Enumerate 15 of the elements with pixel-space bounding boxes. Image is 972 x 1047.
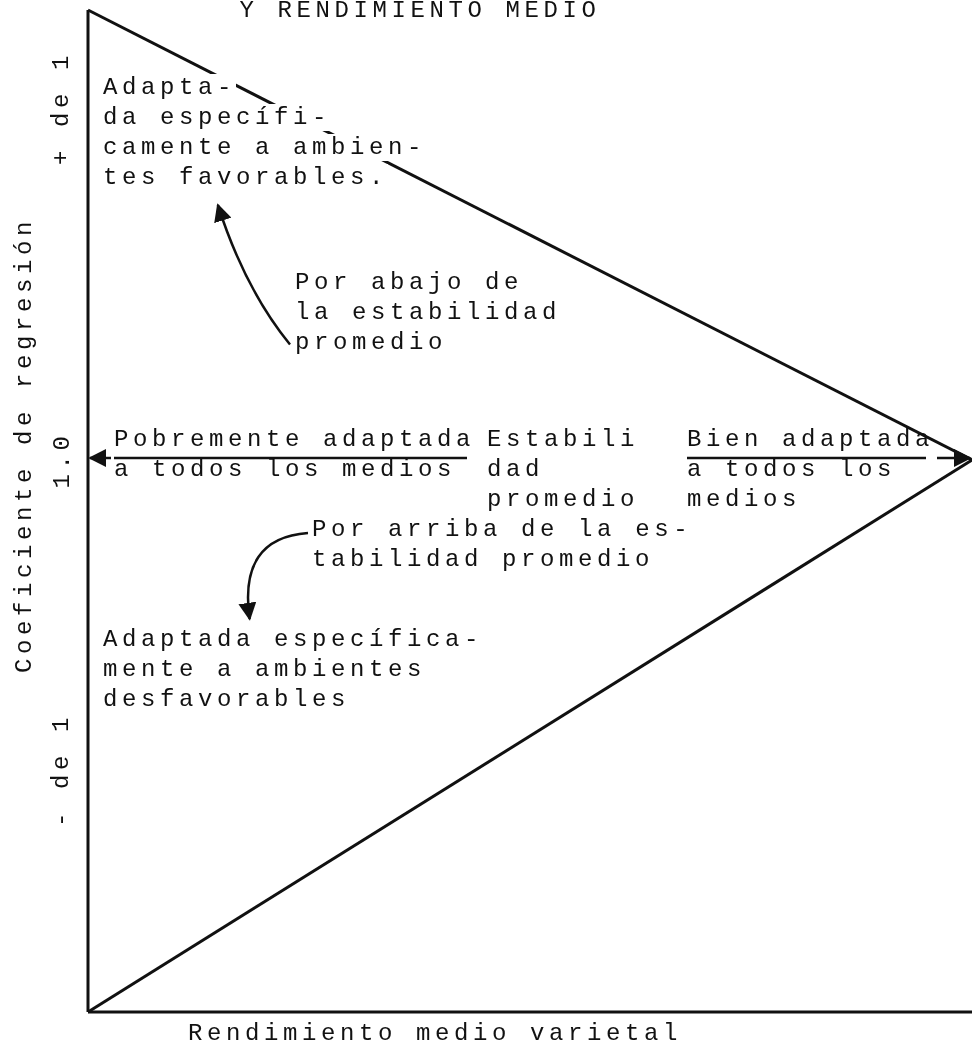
annotation-text: Por abajo de la estabilidad promedio xyxy=(295,268,567,358)
axis-title: Coeficiente de regresión xyxy=(10,216,40,674)
annotation-text: Pobremente adaptada a todos los medios xyxy=(114,425,481,485)
arrow xyxy=(88,449,111,467)
tick-label: + de 1 xyxy=(47,51,76,165)
tick-label: - de 1 xyxy=(47,713,76,827)
arrow xyxy=(214,203,291,346)
annotation-text: Bien adaptada a todos los medios xyxy=(687,425,940,515)
arrow xyxy=(239,531,309,621)
heading-text: Y RENDIMIENTO MEDIO xyxy=(239,0,601,26)
arrow xyxy=(937,449,972,467)
annotation-text: Por arriba de la es- tabilidad promedio xyxy=(312,515,698,575)
annotation-text: Adaptada específica- mente a ambientes desfavorables xyxy=(103,625,489,715)
axis-title: Rendimiento medio varietal xyxy=(188,1019,683,1047)
tick-label: 1.0 xyxy=(47,431,76,489)
